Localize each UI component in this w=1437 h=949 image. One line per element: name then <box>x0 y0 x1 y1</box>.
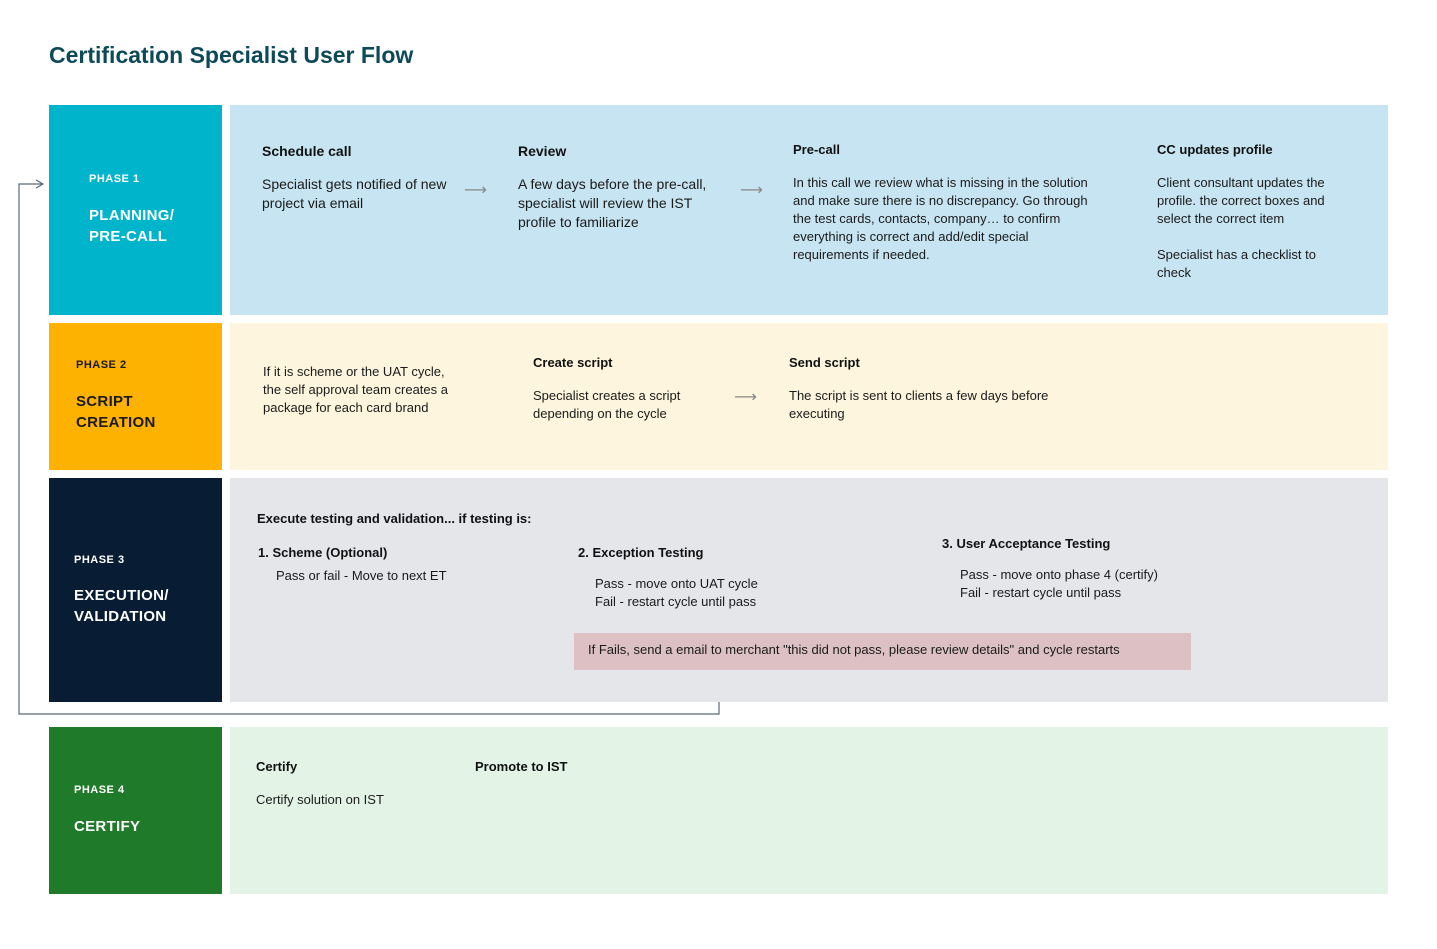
step-text: Client consultant updates the profile. t… <box>1157 175 1325 226</box>
step-heading: Schedule call <box>262 143 352 159</box>
step-heading: Promote to IST <box>475 759 568 774</box>
phase-4-panel <box>230 727 1388 894</box>
phase-2-panel <box>230 323 1388 470</box>
testing-item-heading: 3. User Acceptance Testing <box>942 536 1111 551</box>
phase-name: EXECUTION/VALIDATION <box>74 587 169 625</box>
step-heading: CC updates profile <box>1157 142 1273 157</box>
page-title: Certification Specialist User Flow <box>49 42 414 68</box>
step-heading: Pre-call <box>793 142 840 157</box>
phase-1-block: PHASE 1 PLANNING/PRE-CALL <box>49 105 222 315</box>
step-text: A few days before the pre-call, speciali… <box>518 176 707 230</box>
phase-name: PLANNING/PRE-CALL <box>89 207 175 245</box>
testing-item-line: Fail - restart cycle until pass <box>960 585 1122 600</box>
phase-name: CERTIFY <box>74 818 141 835</box>
testing-item-line: Pass - move onto UAT cycle <box>595 576 758 591</box>
phase-number: PHASE 2 <box>76 359 127 371</box>
testing-item-line: Pass - move onto phase 4 (certify) <box>960 567 1158 582</box>
step-text: Specialist gets notified of new project … <box>262 176 447 211</box>
right-arrow-icon: ⟶ <box>740 182 763 199</box>
phase-number: PHASE 3 <box>74 554 125 566</box>
phase-number: PHASE 4 <box>74 784 125 796</box>
testing-item-line: Fail - restart cycle until pass <box>595 594 757 609</box>
testing-item-heading: 1. Scheme (Optional) <box>258 545 388 560</box>
step-text-secondary: Specialist has a checklist to check <box>1157 247 1316 280</box>
step-text: In this call we review what is missing i… <box>793 175 1088 262</box>
failure-note: If Fails, send a email to merchant "this… <box>574 633 1191 670</box>
step-text: Certify solution on IST <box>256 792 384 807</box>
failure-note-text: If Fails, send a email to merchant "this… <box>588 642 1120 657</box>
step-text: The script is sent to clients a few days… <box>789 388 1049 421</box>
step-heading: Review <box>518 143 567 159</box>
right-arrow-icon: ⟶ <box>464 182 487 199</box>
testing-item-line: Pass or fail - Move to next ET <box>276 568 447 583</box>
step-heading: Certify <box>256 759 298 774</box>
right-arrow-icon: ⟶ <box>734 389 757 406</box>
phase-1-panel <box>230 105 1388 315</box>
testing-item-heading: 2. Exception Testing <box>578 545 704 560</box>
step-text: Specialist creates a script depending on… <box>533 388 681 421</box>
step-heading: Send script <box>789 355 860 370</box>
phase-2-intro: If it is scheme or the UAT cycle, the se… <box>263 364 448 415</box>
phase-4-block: PHASE 4 CERTIFY <box>49 727 222 894</box>
phase-3-intro: Execute testing and validation... if tes… <box>257 511 532 526</box>
phase-number: PHASE 1 <box>89 173 140 185</box>
step-heading: Create script <box>533 355 613 370</box>
phase-3-block: PHASE 3 EXECUTION/VALIDATION <box>49 478 222 702</box>
